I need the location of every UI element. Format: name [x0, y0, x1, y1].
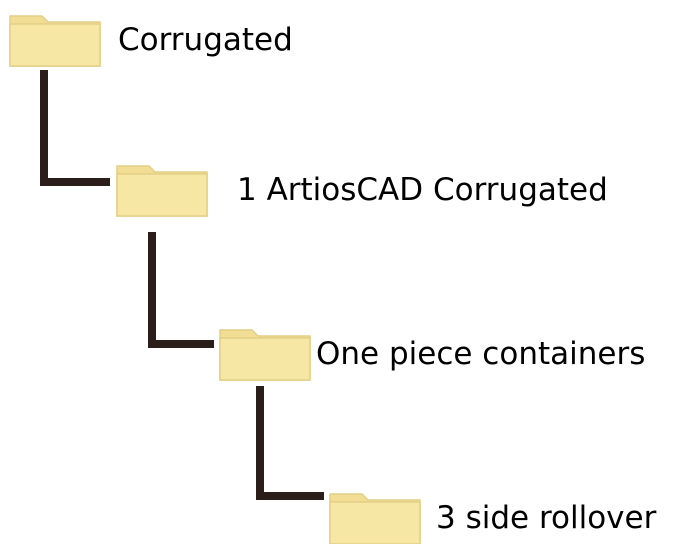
tree-node-label: 3 side rollover: [436, 499, 657, 536]
folder-icon: [9, 15, 101, 67]
connector-1-2: [148, 232, 214, 348]
tree-node-3-side-rollover[interactable]: 3 side rollover: [328, 490, 656, 544]
connector-0-1: [40, 70, 110, 186]
tree-node-label: One piece containers: [316, 335, 646, 372]
tree-node-one-piece-containers[interactable]: One piece containers: [218, 326, 645, 382]
tree-node-corrugated[interactable]: Corrugated: [8, 12, 293, 68]
tree-node-label: 1 ArtiosCAD Corrugated: [237, 171, 608, 208]
folder-icon: [329, 493, 421, 544]
connector-2-3: [256, 386, 324, 500]
folder-icon: [219, 329, 311, 381]
tree-node-artioscad-corrugated[interactable]: 1 ArtiosCAD Corrugated: [115, 162, 608, 218]
folder-icon: [116, 165, 208, 217]
tree-node-label: Corrugated: [118, 21, 293, 58]
